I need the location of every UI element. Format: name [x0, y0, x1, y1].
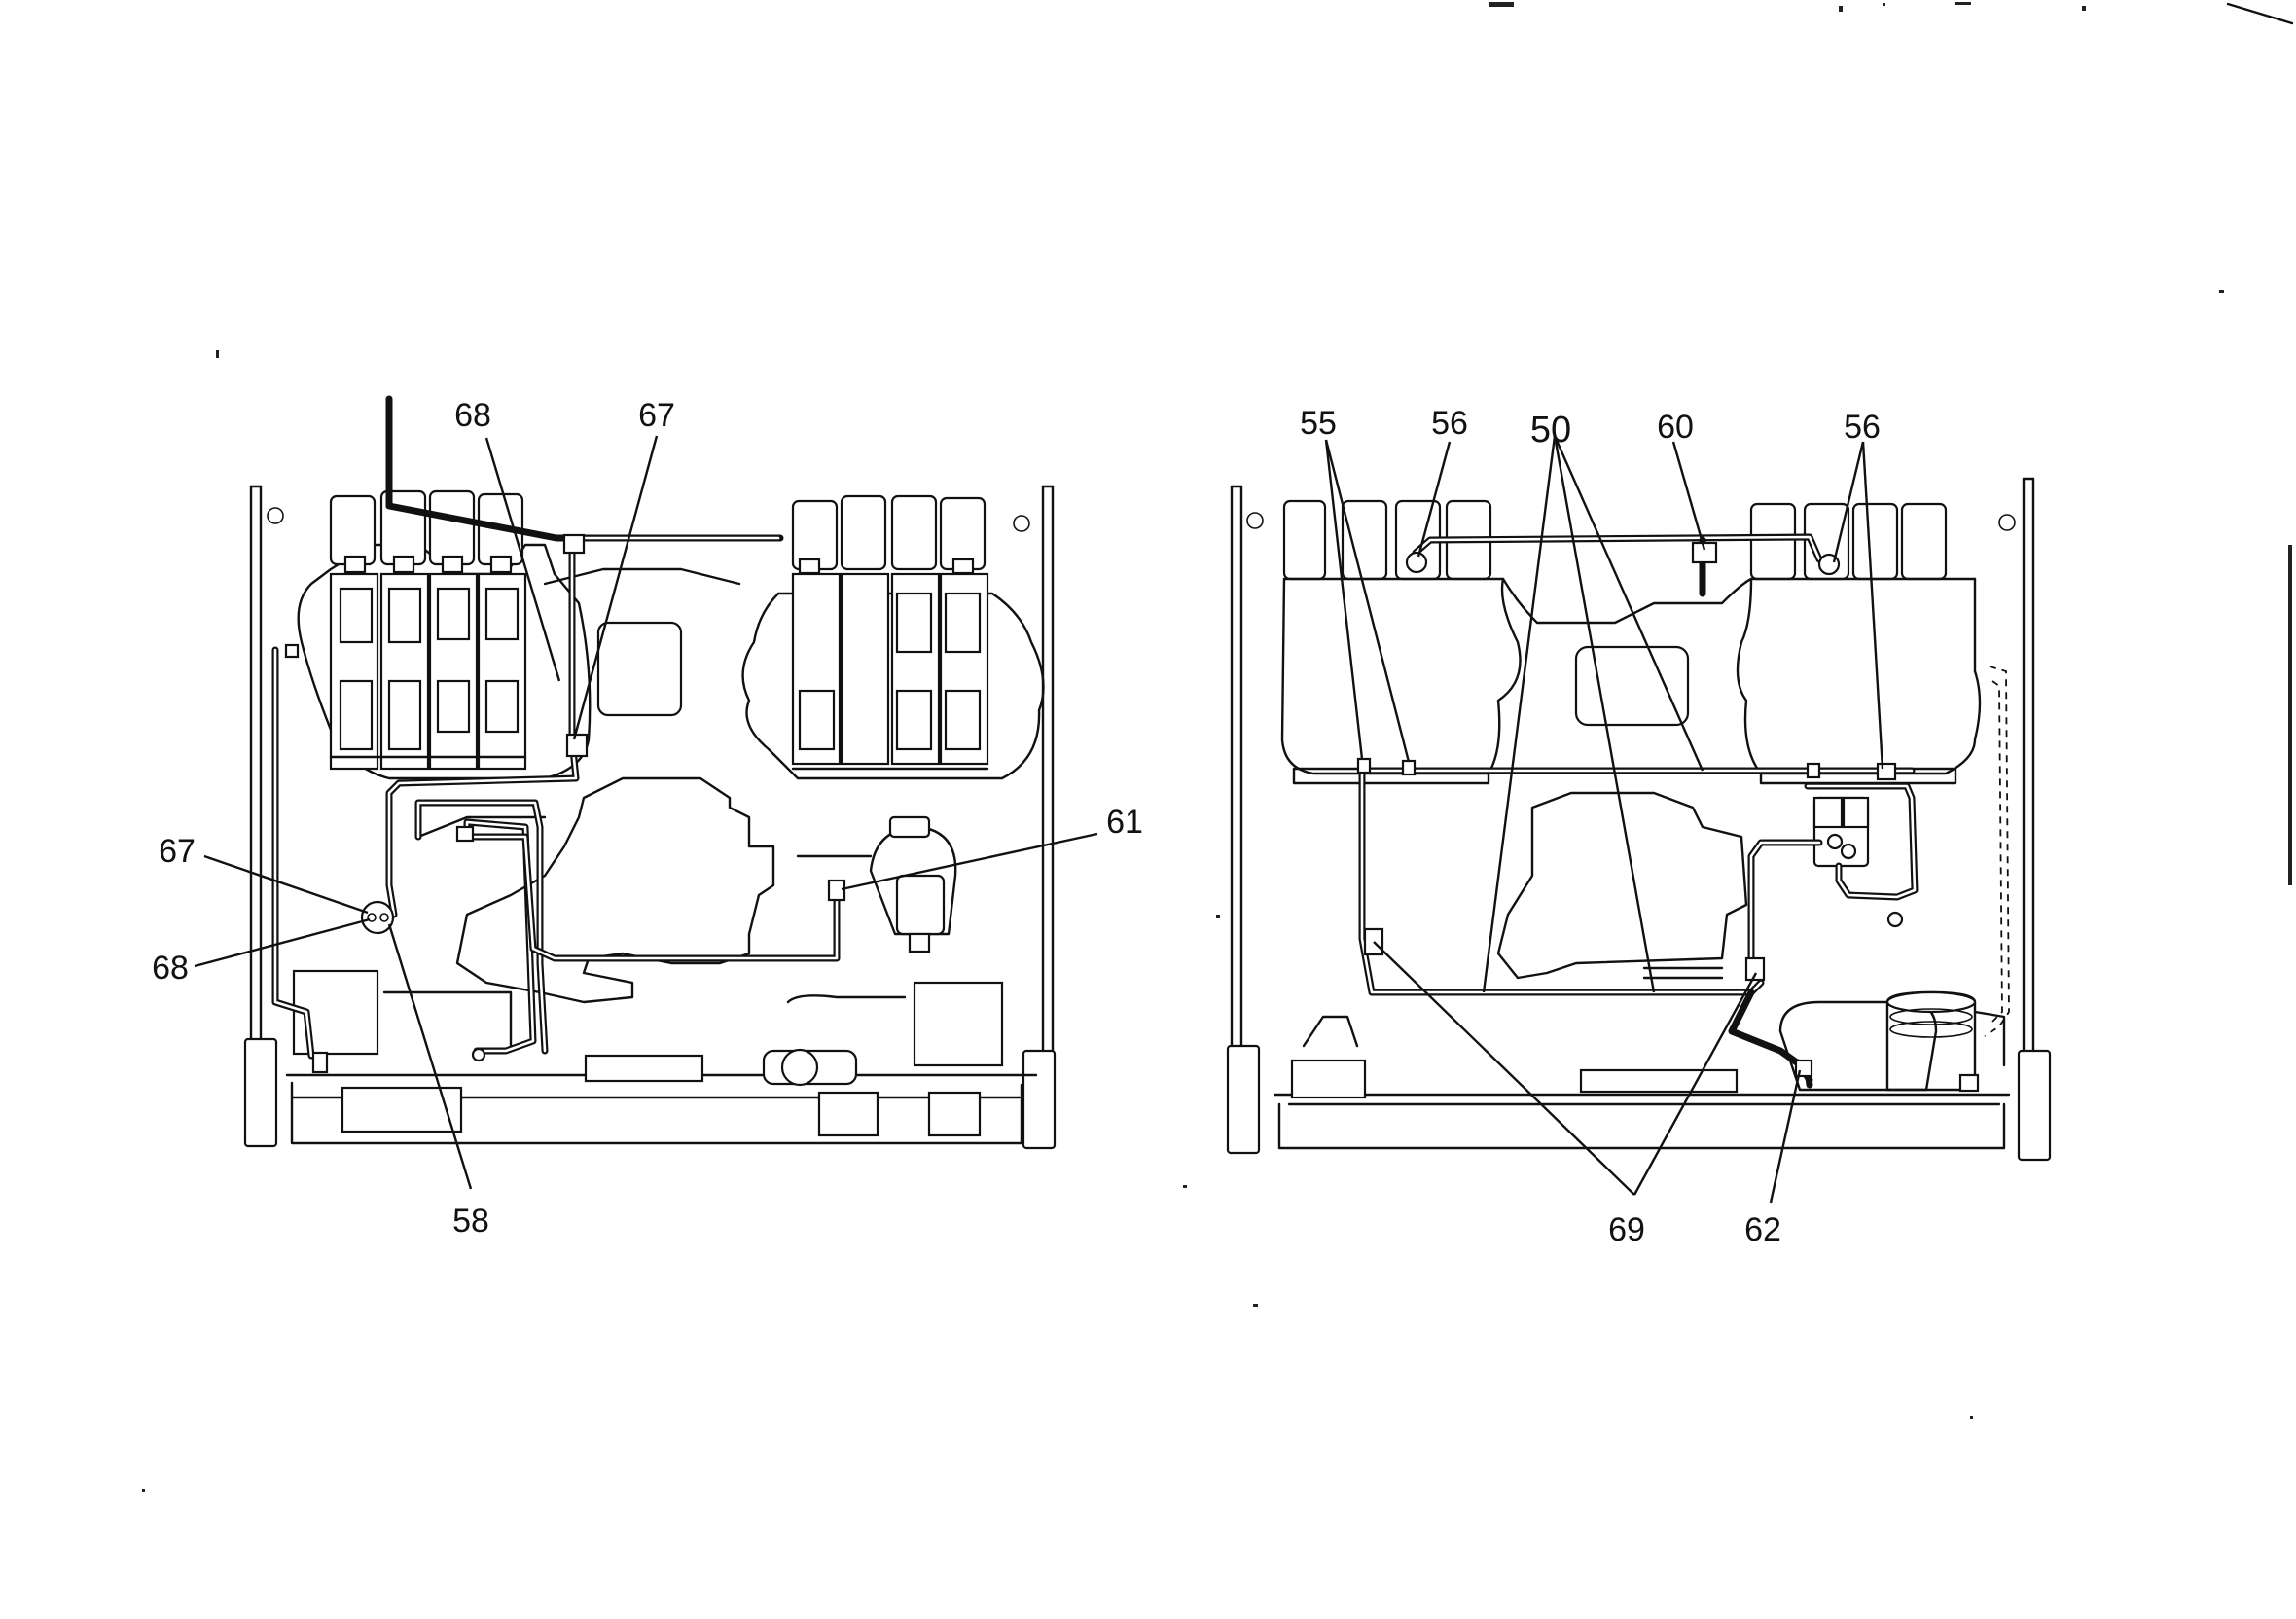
right-leaders: [1324, 435, 1884, 1204]
callout-56-right: 56: [1844, 409, 1881, 446]
callout-61: 61: [1106, 804, 1143, 841]
right-fittings: [1356, 541, 1897, 1078]
right-engine-plan-view: 55 56 50 60 56 69 62: [1226, 405, 2052, 1248]
left-engine-block: [297, 489, 592, 780]
callout-50: 50: [1530, 410, 1571, 450]
left-fuel-pipes: [271, 395, 841, 1060]
left-fuel-filter: [796, 815, 957, 953]
callout-69: 69: [1608, 1211, 1645, 1248]
callout-56-left: 56: [1431, 405, 1468, 442]
right-callouts: 55 56 50 60 56 69 62: [1300, 405, 1881, 1248]
left-engine-plan-view: 68 67 61 67 68 58: [152, 395, 1143, 1240]
callout-67-left: 67: [159, 833, 196, 870]
right-dashed-hose: [1984, 666, 2010, 1037]
callout-60: 60: [1657, 409, 1694, 446]
right-frame: [1226, 477, 2052, 1162]
callout-68-left: 68: [152, 950, 189, 987]
callout-55: 55: [1300, 405, 1337, 442]
scan-artifacts: [142, 2, 2294, 1492]
callout-67-top: 67: [638, 397, 675, 434]
left-rear-bank: [741, 494, 1045, 780]
left-callouts: 68 67 61 67 68 58: [152, 397, 1143, 1240]
callout-58: 58: [452, 1203, 489, 1240]
left-lower-box: [292, 969, 1004, 1067]
callout-62: 62: [1744, 1211, 1781, 1248]
callout-68-top: 68: [454, 397, 491, 434]
right-pump-assembly: [1804, 782, 1919, 928]
left-fittings: [284, 533, 846, 1074]
right-filter-housing: [1885, 990, 2006, 1093]
right-engine-top: [1280, 499, 1982, 785]
left-frame: [243, 485, 1057, 1150]
left-leaders: [194, 435, 1098, 1190]
